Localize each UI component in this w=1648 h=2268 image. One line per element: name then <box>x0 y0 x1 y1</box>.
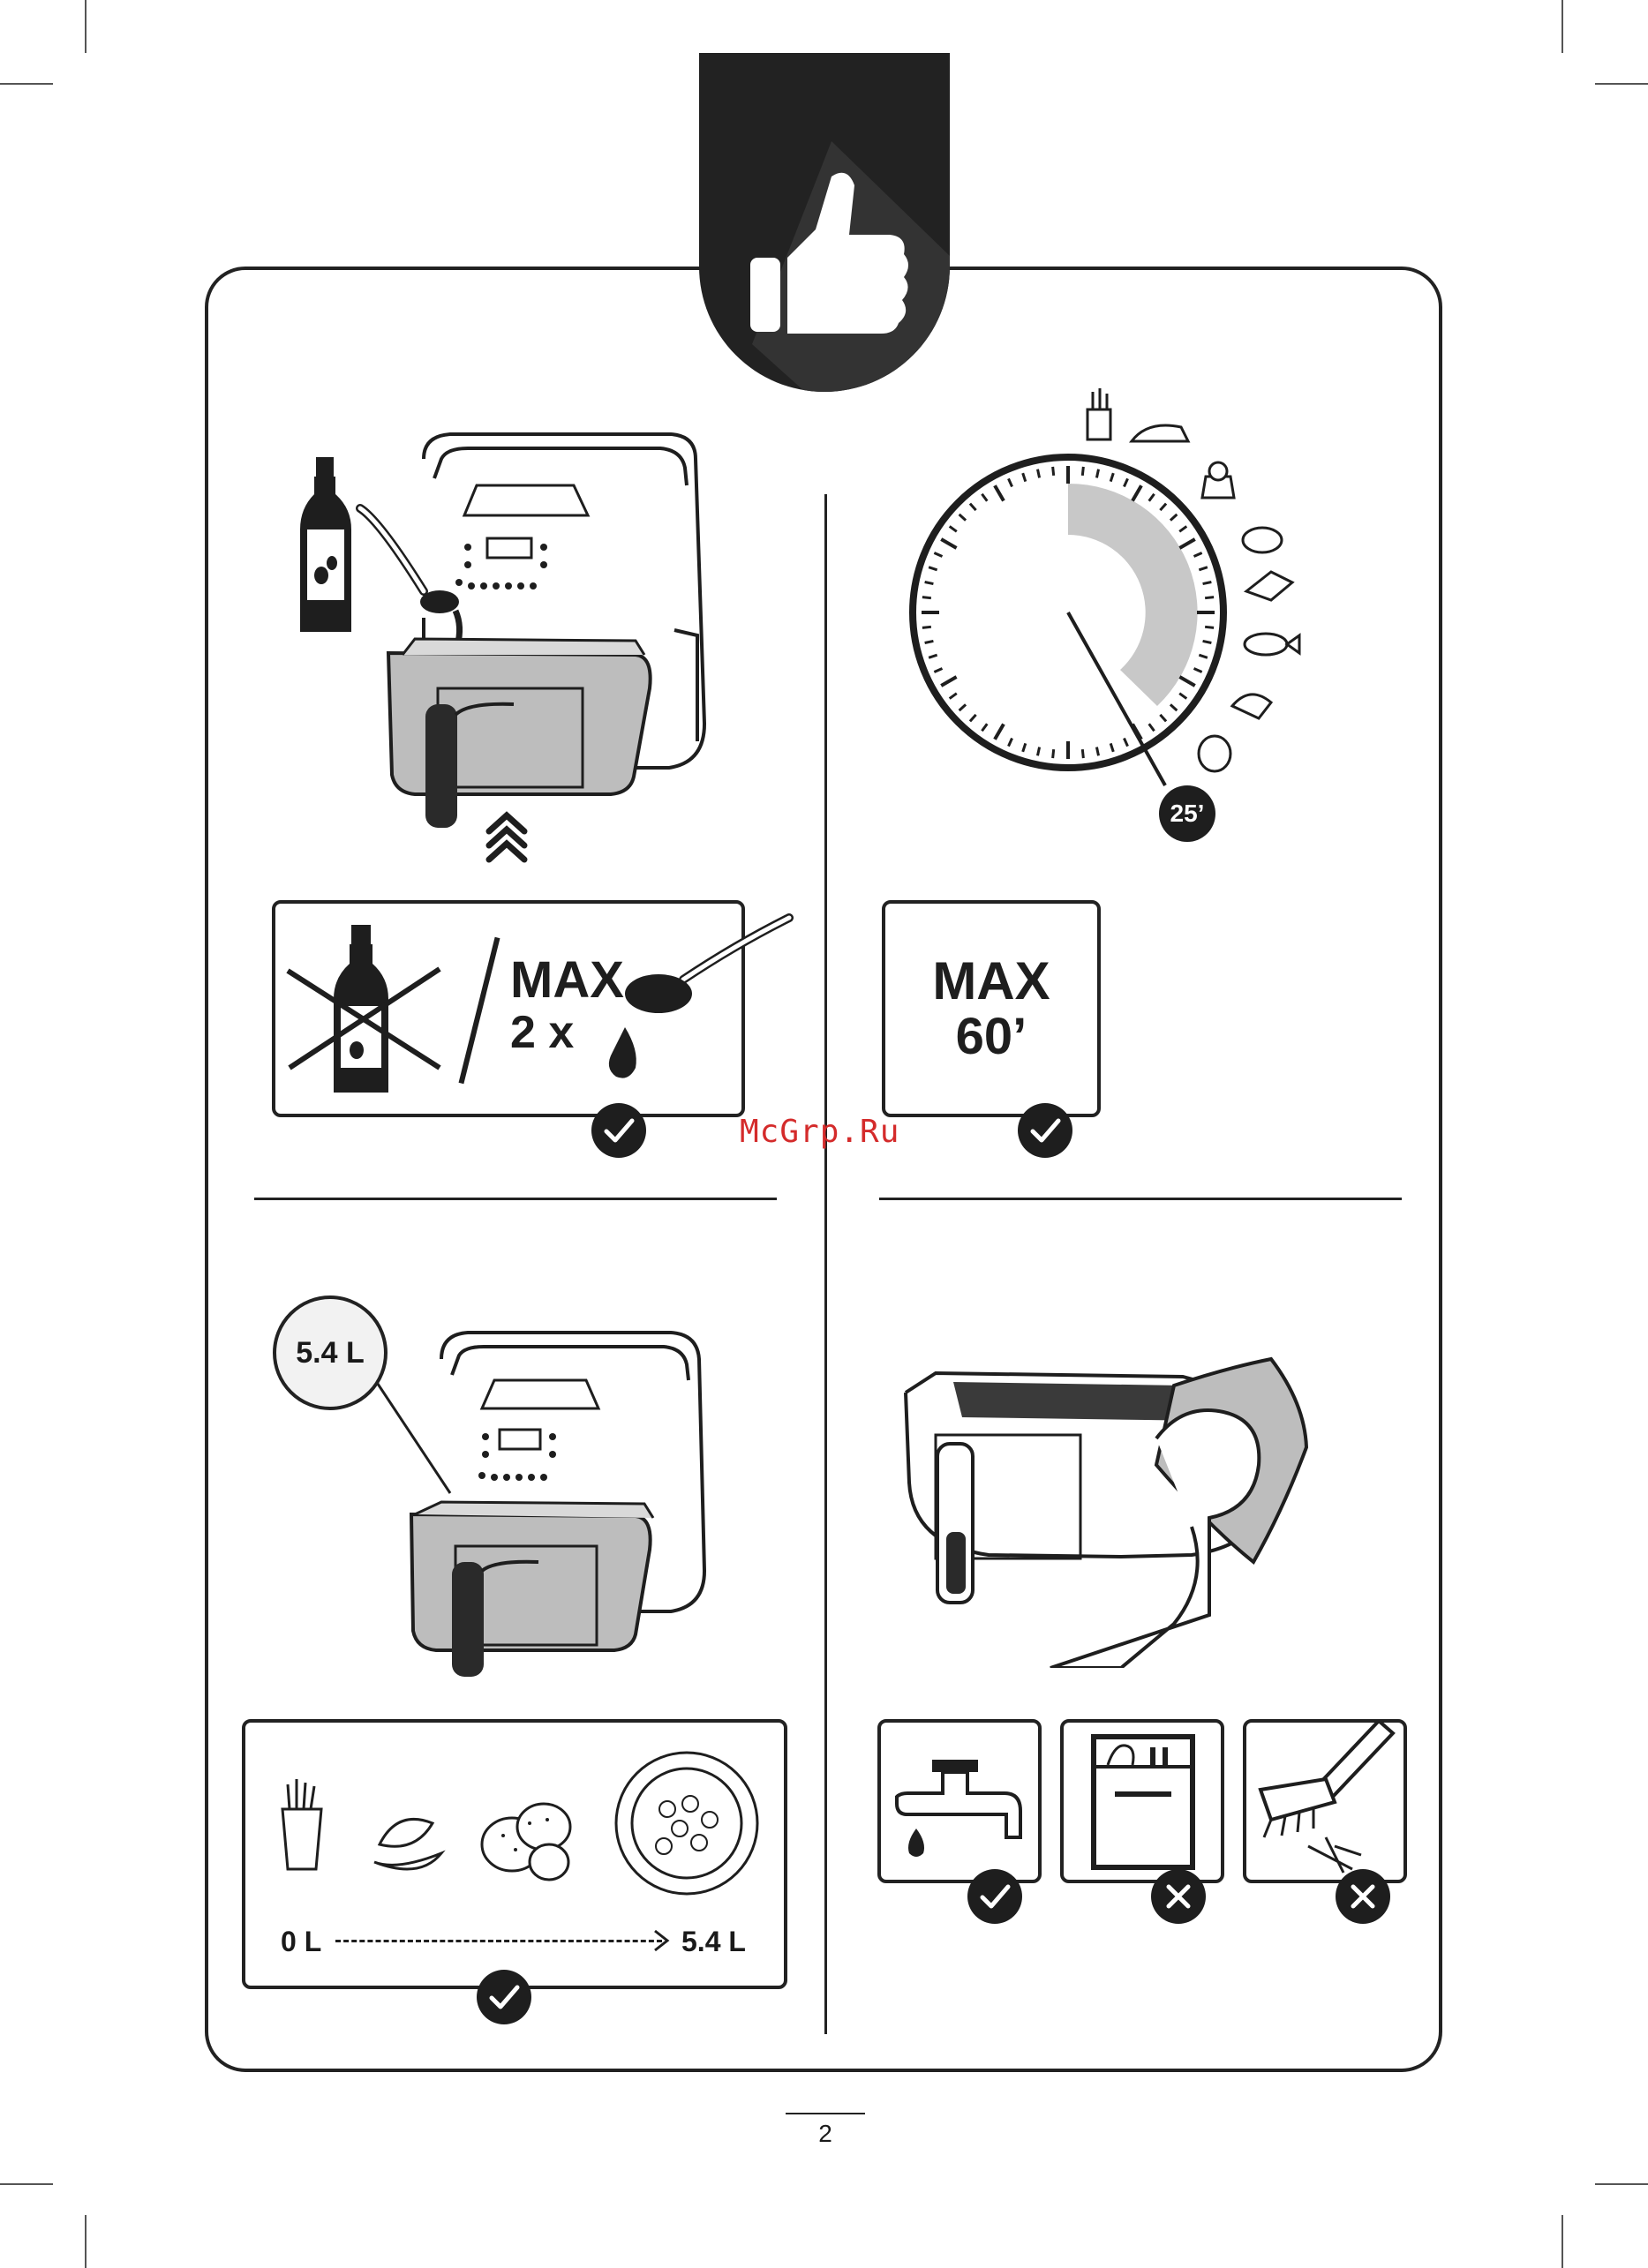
dial-tick <box>922 597 931 598</box>
timer-value-badge: 25’ <box>1159 785 1215 842</box>
oil-check-icon <box>591 1103 646 1158</box>
dial-tick <box>925 582 934 583</box>
time-check-icon <box>1018 1103 1072 1158</box>
tap-wash-box <box>877 1719 1042 1883</box>
thumbs-up-icon <box>699 53 950 392</box>
capacity-check-icon <box>477 1970 531 2024</box>
watermark: McGrp.Ru <box>740 1114 899 1150</box>
dial-tick <box>1096 469 1098 478</box>
range-start-label: 0 L <box>281 1926 321 1958</box>
crop-mark <box>1561 0 1563 53</box>
spoon-icon <box>604 909 807 1085</box>
no-oil-bottle-icon <box>281 918 457 1103</box>
dial-tick <box>1037 747 1039 756</box>
range-end-label: 5.4 L <box>681 1926 746 1958</box>
brush-cross-icon <box>1336 1869 1390 1924</box>
brush-box <box>1243 1719 1407 1883</box>
dishwasher-box <box>1060 1719 1224 1883</box>
dial-tick <box>1053 749 1054 758</box>
dial-tick <box>1203 641 1212 642</box>
dial-tick <box>1205 597 1214 598</box>
tap-check-icon <box>967 1869 1022 1924</box>
dial-tick <box>1053 467 1054 476</box>
dial-tick <box>1203 582 1212 583</box>
basket-cleaning-illustration <box>892 1350 1333 1668</box>
crop-mark <box>1595 2183 1648 2185</box>
dial-tick <box>1096 747 1098 756</box>
horizontal-divider <box>254 1198 777 1200</box>
brush-icon <box>1246 1723 1403 1880</box>
range-arrow-line <box>335 1940 662 1942</box>
dishwasher-icon <box>1064 1723 1221 1880</box>
thumbs-up-badge <box>699 53 950 392</box>
crop-mark <box>85 0 87 53</box>
crop-mark <box>1561 2215 1563 2268</box>
dial-tick <box>1082 749 1083 758</box>
horizontal-divider <box>879 1198 1402 1200</box>
time-limit-label: 60’ <box>882 1011 1101 1063</box>
crop-mark <box>85 2215 87 2268</box>
oil-bottle-icon <box>300 457 351 632</box>
tap-icon <box>881 1723 1038 1880</box>
oil-times-label: 2 x <box>510 1010 574 1055</box>
food-examples-icons <box>265 1739 768 1897</box>
crop-mark <box>0 83 53 85</box>
capacity-label: 5.4 L <box>273 1295 388 1410</box>
dial-tick <box>925 641 934 642</box>
dial-tick <box>1037 469 1039 478</box>
arrow-right-icon <box>651 1929 673 1952</box>
timer-dial-illustration <box>900 379 1324 856</box>
crop-mark <box>1595 83 1648 85</box>
dishwasher-cross-icon <box>1151 1869 1206 1924</box>
vertical-divider <box>824 494 827 2034</box>
dial-tick <box>1082 467 1083 476</box>
capacity-pointer-line <box>371 1373 459 1497</box>
page-number-rule <box>786 2113 865 2114</box>
page-number: 2 <box>794 2120 856 2148</box>
crop-mark <box>0 2183 53 2185</box>
time-max-label: MAX <box>882 955 1101 1008</box>
air-fryer-oil-illustration <box>282 424 741 865</box>
